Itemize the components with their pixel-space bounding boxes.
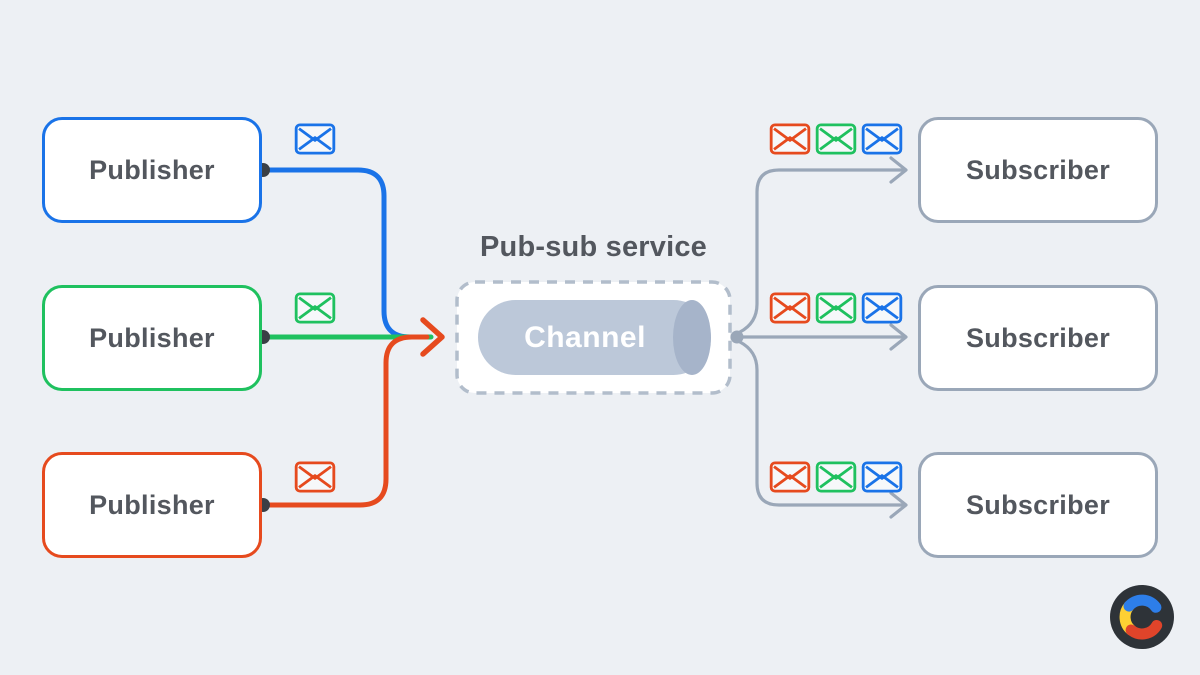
publisher-node-2: Publisher [42,285,262,391]
publisher-node-3: Publisher [42,452,262,558]
subscriber-label: Subscriber [965,489,1111,520]
service-title: Pub-sub service [479,231,708,263]
channel-cylinder [478,300,711,375]
publisher-node-1: Publisher [42,117,262,223]
publisher-label: Publisher [89,322,215,353]
envelope-icon [294,461,336,493]
publisher-label: Publisher [89,154,215,185]
envelope-icon [861,292,903,324]
publisher-label: Publisher [89,489,215,520]
arrowhead-into-channel [420,317,445,357]
connector-publisher3-orange [260,334,430,508]
channel-output-dot [730,330,744,344]
arrowhead-subscriber3 [889,491,908,519]
connector-subscriber3 [738,340,905,507]
envelope-icon [815,461,857,493]
envelope-icon [294,123,336,155]
subscriber2-envelopes [769,292,903,324]
subscriber-node-1: Subscriber [918,117,1158,223]
subscriber-node-3: Subscriber [918,452,1158,558]
subscriber3-envelopes [769,461,903,493]
envelope-icon [861,123,903,155]
subscriber-node-2: Subscriber [918,285,1158,391]
brand-logo [1110,585,1174,649]
envelope-icon [294,292,336,324]
connector-publisher1-blue [260,167,427,340]
envelope-icon [815,123,857,155]
connector-subscriber1 [738,168,905,334]
envelope-icon [815,292,857,324]
subscriber-label: Subscriber [965,322,1111,353]
envelope-icon [769,292,811,324]
arrowhead-subscriber1 [889,156,908,184]
envelope-icon [861,461,903,493]
channel-label: Channel [524,321,646,354]
subscriber1-envelopes [769,123,903,155]
subscriber-label: Subscriber [965,154,1111,185]
arrowhead-subscriber2 [889,323,908,351]
envelope-icon [769,461,811,493]
envelope-icon [769,123,811,155]
